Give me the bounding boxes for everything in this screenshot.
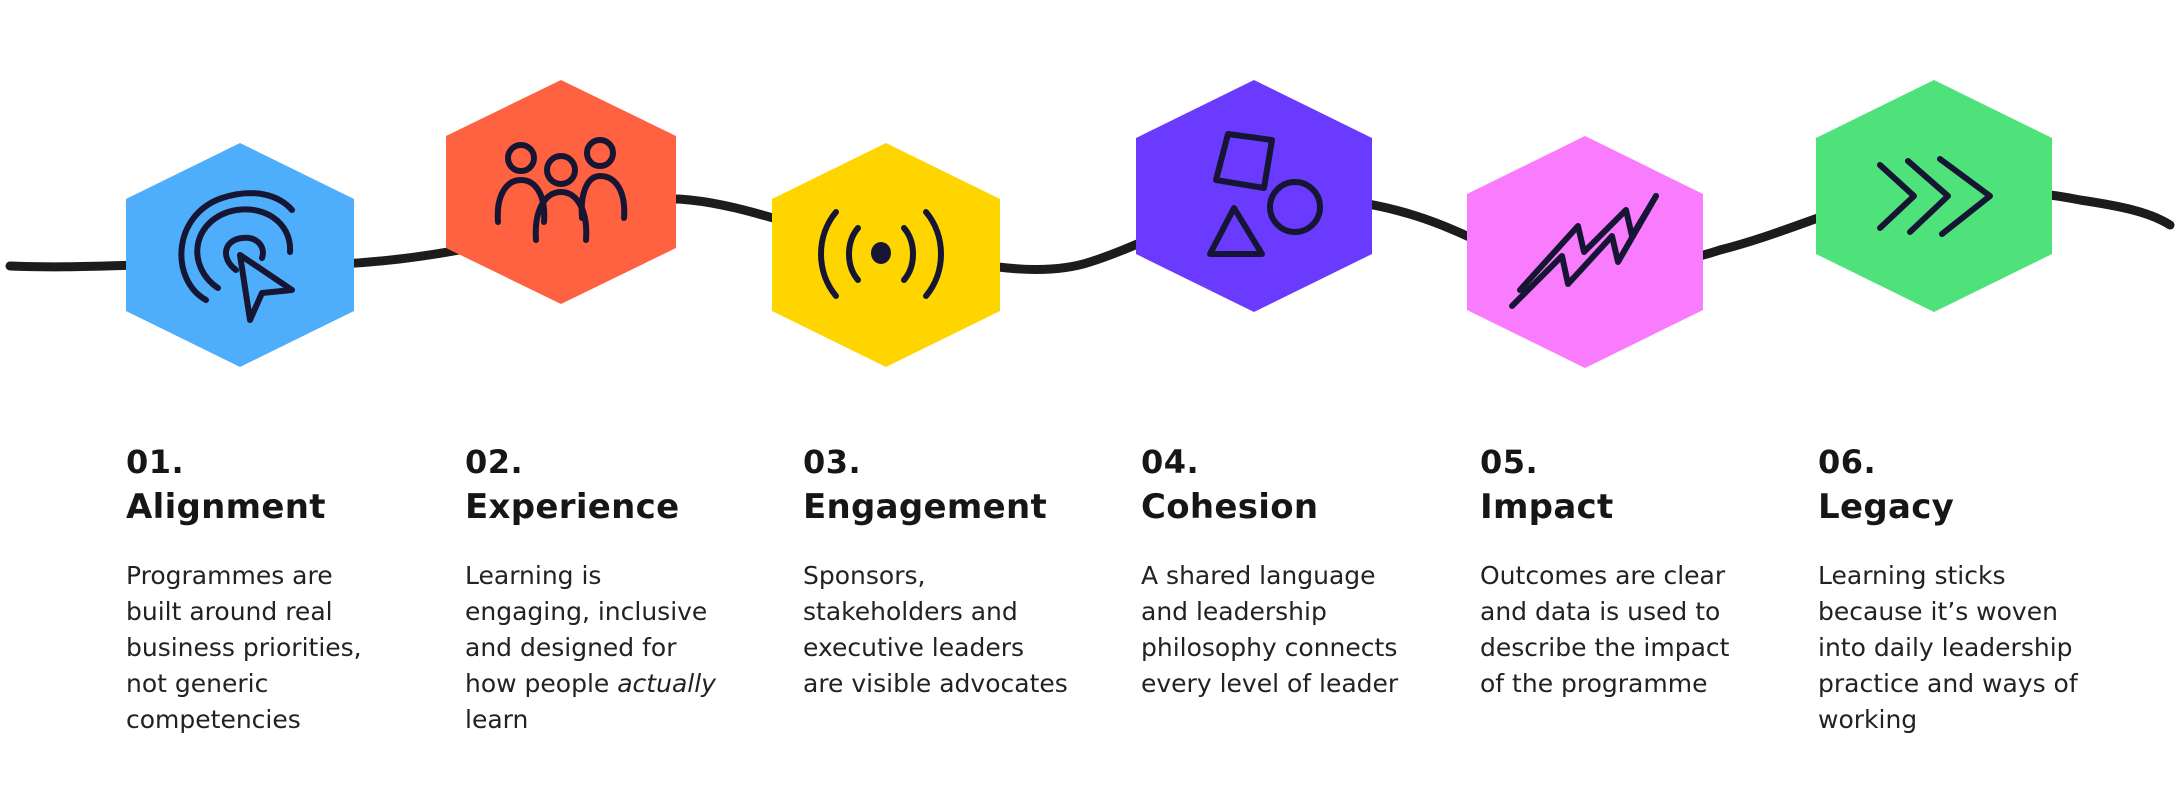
shapes-icon bbox=[1207, 131, 1323, 257]
step-description: Programmes are built around real busines… bbox=[126, 561, 362, 734]
step-title: Alignment bbox=[126, 487, 326, 527]
step-alignment: 01. Alignment Programmes are built aroun… bbox=[126, 440, 426, 738]
journey-path-graphic bbox=[5, 80, 2175, 368]
hexagon-cohesion bbox=[1136, 80, 1372, 312]
step-title: Impact bbox=[1480, 487, 1614, 527]
step-number: 03. bbox=[803, 443, 862, 481]
step-description: Learning sticks because it’s woven into … bbox=[1818, 561, 2078, 734]
step-number: 01. bbox=[126, 443, 185, 481]
lightning-icon bbox=[1509, 193, 1659, 309]
step-number: 06. bbox=[1818, 443, 1877, 481]
step-impact: 05. Impact Outcomes are clear and data i… bbox=[1480, 440, 1780, 702]
step-legacy: 06. Legacy Learning sticks because it’s … bbox=[1818, 440, 2118, 738]
step-experience: 02. Experience Learning is engaging, inc… bbox=[465, 440, 765, 738]
step-title: Legacy bbox=[1818, 487, 1955, 527]
cursor-click-icon bbox=[178, 190, 295, 323]
hexagon-legacy bbox=[1816, 80, 2052, 312]
step-description: A shared language and leadership philoso… bbox=[1141, 561, 1399, 698]
step-description: Sponsors, stakeholders and executive lea… bbox=[803, 561, 1068, 698]
step-engagement: 03. Engagement Sponsors, stakeholders an… bbox=[803, 440, 1103, 702]
step-number: 04. bbox=[1141, 443, 1200, 481]
chevrons-right-icon bbox=[1877, 156, 1993, 237]
step-description-part: Learning is engaging, inclusive and desi… bbox=[465, 561, 708, 698]
step-cohesion: 04. Cohesion A shared language and leade… bbox=[1141, 440, 1441, 702]
people-group-icon bbox=[494, 137, 628, 243]
step-number: 02. bbox=[465, 443, 524, 481]
step-description: Outcomes are clear and data is used to d… bbox=[1480, 561, 1730, 698]
step-description-part: learn bbox=[465, 705, 529, 734]
broadcast-icon bbox=[818, 209, 944, 299]
step-title: Experience bbox=[465, 487, 680, 527]
step-title: Engagement bbox=[803, 487, 1048, 527]
step-title: Cohesion bbox=[1141, 487, 1319, 527]
step-description-emphasis: actually bbox=[617, 669, 716, 698]
step-number: 05. bbox=[1480, 443, 1539, 481]
step-description: Learning is engaging, inclusive and desi… bbox=[465, 558, 730, 738]
